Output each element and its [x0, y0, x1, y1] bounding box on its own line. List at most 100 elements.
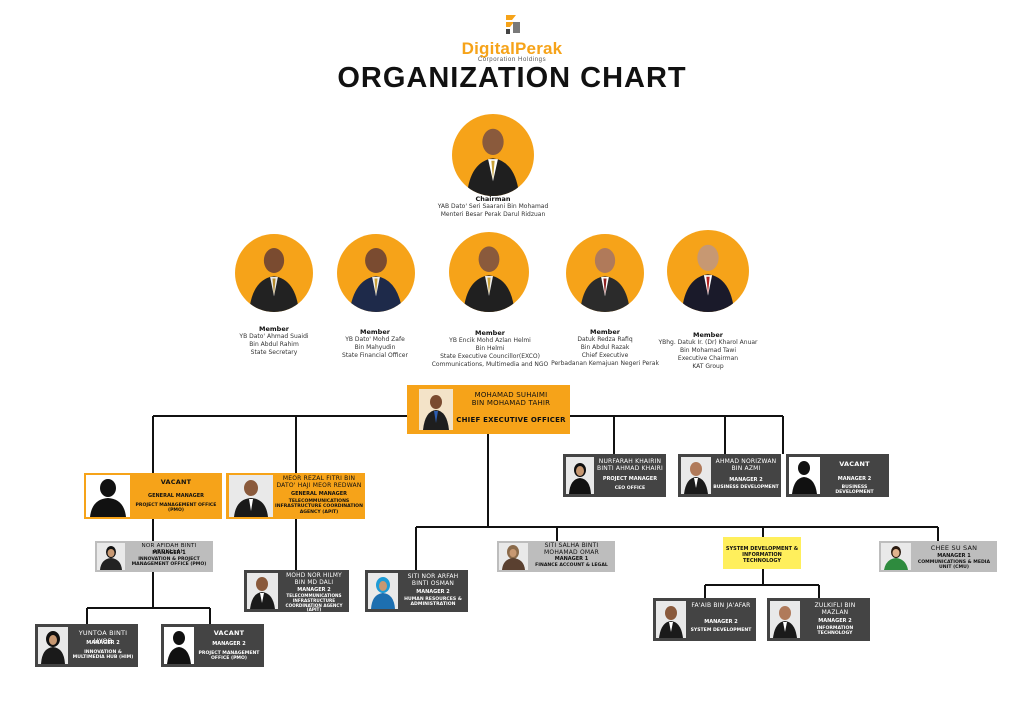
person-silhouette-icon — [90, 479, 126, 517]
staff-role: MANAGER 1 — [937, 553, 971, 559]
staff-role: MANAGER 2 — [729, 477, 763, 483]
member-caption: Member Datuk Redza Rafiq Bin Abdul Razak… — [540, 328, 670, 368]
staff-photo — [368, 573, 398, 609]
person-icon — [466, 128, 520, 196]
staff-photo — [247, 573, 278, 609]
staff-role: MANAGER 2 — [297, 587, 331, 593]
staff-role: MANAGER 2 — [837, 476, 872, 482]
staff-name: NOR AFIDAH BINTI ABDULLAH — [141, 543, 197, 555]
logo-name-b: Perak — [515, 39, 563, 58]
staff-box: AHMAD NORIZWAN BIN AZMI MANAGER 2 BUSINE… — [678, 454, 781, 497]
member-line: Bin Mohamad Tawi — [680, 347, 736, 354]
logo-subtitle: Corporation Holdings — [477, 57, 547, 63]
department-box: SYSTEM DEVELOPMENT & INFORMATION TECHNOL… — [723, 537, 801, 569]
staff-photo — [789, 457, 820, 494]
staff-box: YUNTOA BINTI UYOB MANAGER 2 INNOVATION &… — [35, 624, 138, 667]
company-logo: DigitalPerak Corporation Holdings — [440, 12, 584, 63]
member-photo — [566, 234, 644, 312]
staff-photo — [86, 475, 130, 517]
logo-name-a: Digital — [461, 39, 516, 58]
staff-name: VACANT — [213, 629, 245, 637]
member-line: State Financial Officer — [342, 352, 408, 359]
ceo-photo — [419, 389, 453, 430]
staff-box: SITI SALHA BINTI MOHAMAD OMAR MANAGER 1 … — [497, 541, 615, 572]
staff-dept: INNOVATION & MULTIMEDIA HUB (HIM) — [72, 650, 134, 661]
staff-role: GENERAL MANAGER — [290, 491, 348, 497]
staff-role: MANAGER 1 — [152, 550, 186, 556]
department-label: SYSTEM DEVELOPMENT & INFORMATION TECHNOL… — [725, 546, 799, 564]
member-role: Member — [693, 331, 723, 339]
staff-dept: INFORMATION TECHNOLOGY — [816, 626, 854, 637]
staff-box: NURFARAH KHAIRIN BINTI AHMAD KHAIRI PROJ… — [563, 454, 666, 497]
staff-box: CHEE SU SAN MANAGER 1 COMMUNICATIONS & M… — [879, 541, 997, 572]
member-line: Perbadanan Kemajuan Negeri Perak — [551, 360, 659, 367]
staff-role: MANAGER 1 — [554, 556, 589, 562]
staff-dept: SYSTEM DEVELOPMENT — [690, 628, 752, 633]
staff-dept: FINANCE ACCOUNT & LEGAL — [535, 563, 608, 568]
staff-role: MANAGER 2 — [818, 618, 852, 624]
staff-role: MANAGER 2 — [416, 589, 450, 595]
member-photo — [667, 230, 749, 312]
staff-name: VACANT — [160, 478, 192, 486]
chairman-photo — [452, 114, 534, 196]
member-line: Chief Executive — [581, 352, 629, 359]
staff-role: PROJECT MANAGER — [602, 476, 658, 482]
staff-name: FA'AIB BIN JA'AFAR — [691, 602, 751, 609]
member-photo — [449, 232, 529, 312]
member-line: KAT Group — [692, 363, 724, 370]
member-line: Bin Helmi — [475, 345, 505, 352]
page-title: ORGANIZATION CHART — [337, 62, 687, 94]
staff-photo — [770, 601, 800, 638]
member-line: Bin Mahyudin — [354, 344, 396, 351]
staff-box: SITI NOR ARFAH BINTI OSMAN MANAGER 2 HUM… — [365, 570, 468, 612]
person-icon — [773, 606, 797, 638]
member-line: YBhg. Datuk Ir. (Dr) Kharol Anuar — [658, 339, 758, 346]
chairman-line: YAB Dato' Seri Saarani Bin Mohamad — [437, 203, 549, 210]
staff-name: CHEE SU SAN — [930, 544, 978, 552]
ceo-name-line: BIN MOHAMAD TAHIR — [471, 399, 551, 407]
staff-dept: INNOVATION & PROJECT MANAGEMENT OFFICE (… — [131, 557, 207, 568]
staff-name: ZULKIFLI BIN MAZLAN — [814, 602, 856, 616]
ceo-name-line: MOHAMAD SUHAIMI — [474, 391, 548, 399]
member-line: State Executive Councillor(EXCO) — [440, 353, 540, 360]
person-icon — [659, 606, 683, 638]
staff-dept: CEO OFFICE — [614, 486, 646, 491]
member-photo — [337, 234, 415, 312]
person-icon — [249, 248, 299, 312]
staff-name: SITI SALHA BINTI MOHAMAD OMAR — [544, 542, 599, 556]
ceo-name: MOHAMAD SUHAIMI BIN MOHAMAD TAHIR — [455, 391, 567, 407]
staff-photo — [97, 543, 125, 570]
chairman-caption: Chairman YAB Dato' Seri Saarani Bin Moha… — [400, 195, 586, 219]
staff-photo — [499, 543, 528, 570]
person-silhouette-icon — [167, 631, 191, 664]
staff-role: GENERAL MANAGER — [147, 493, 205, 499]
staff-name: MEOR REZAL FITRI BIN DATO' HAJI MEOR RED… — [276, 475, 362, 489]
staff-photo — [881, 543, 911, 570]
staff-name: NURFARAH KHAIRIN BINTI AHMAD KHAIRI — [597, 458, 663, 472]
person-icon — [349, 248, 403, 312]
member-role: Member — [475, 329, 505, 337]
person-icon — [463, 246, 515, 312]
member-line: YB Encik Mohd Azlan Helmi — [449, 337, 531, 344]
member-photo — [235, 234, 313, 312]
staff-photo — [229, 475, 273, 517]
ceo-role: CHIEF EXECUTIVE OFFICER — [456, 416, 566, 424]
member-caption: Member YBhg. Datuk Ir. (Dr) Kharol Anuar… — [650, 331, 766, 371]
person-icon — [250, 577, 275, 609]
staff-dept: HUMAN RESOURCES & ADMINISTRATION — [404, 597, 462, 608]
person-silhouette-icon — [792, 461, 817, 494]
staff-role: MANAGER 2 — [86, 640, 120, 646]
person-icon — [234, 480, 268, 517]
staff-box: MOHD NOR HILMY BIN MD DALI MANAGER 2 TEL… — [244, 570, 349, 612]
person-icon — [681, 244, 735, 312]
member-caption: Member YB Dato' Ahmad Suaidi Bin Abdul R… — [214, 325, 334, 357]
staff-photo — [566, 457, 594, 494]
member-caption: Member YB Dato' Mohd Zafe Bin Mahyudin S… — [315, 328, 435, 360]
staff-dept: TELECOMMUNICATIONS INFRASTRUCTURE COORDI… — [285, 593, 343, 613]
staff-box: VACANT GENERAL MANAGER PROJECT MANAGEMEN… — [84, 473, 222, 519]
member-role: Member — [590, 328, 620, 336]
logo-mark-icon — [506, 15, 520, 34]
staff-photo — [38, 627, 68, 664]
staff-photo — [656, 601, 686, 638]
member-line: YB Dato' Ahmad Suaidi — [239, 333, 309, 340]
